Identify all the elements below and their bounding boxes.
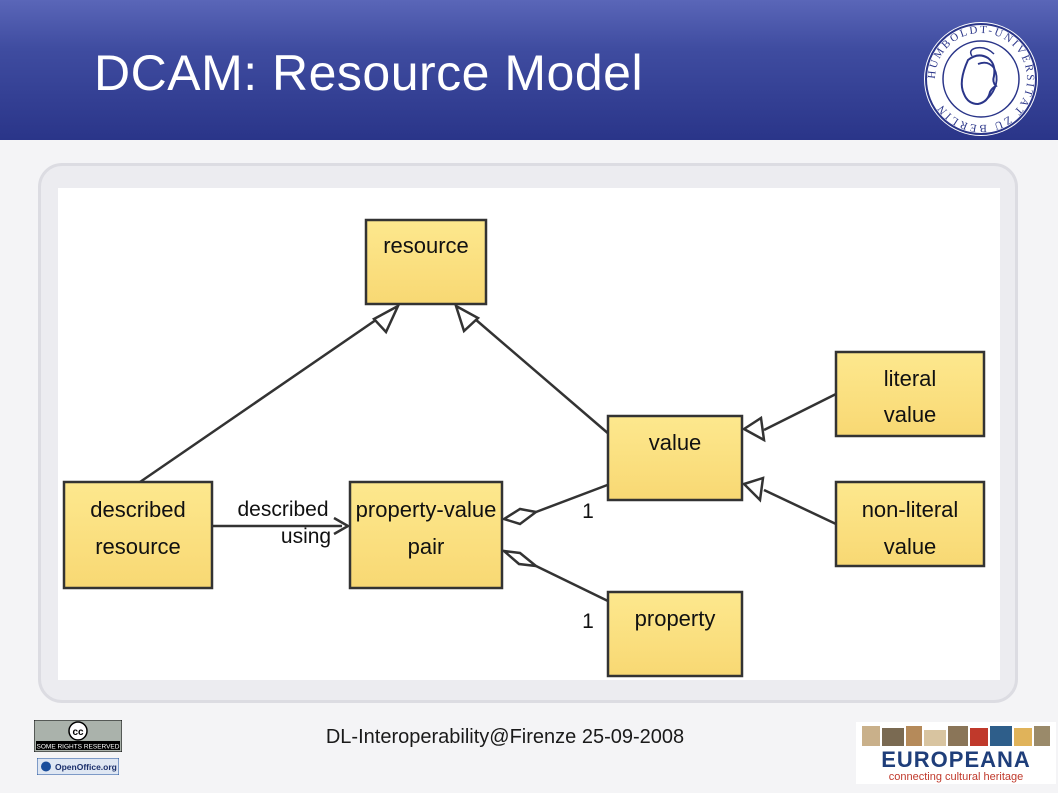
node-label: non-literal <box>862 497 959 522</box>
openoffice-icon[interactable]: OpenOffice.org <box>37 758 119 775</box>
edge-literal-to-value <box>763 392 837 432</box>
diagram-canvas: resource described resource property-val… <box>58 188 1000 680</box>
node-described-resource: described resource <box>62 480 214 590</box>
node-label: property-value <box>356 497 497 522</box>
node-label: pair <box>408 534 445 559</box>
node-label: value <box>884 534 937 559</box>
generalization-arrowhead <box>741 415 766 443</box>
node-label: resource <box>95 534 181 559</box>
aggregation-diamond <box>501 507 540 526</box>
license-badge-text: SOME RIGHTS RESERVED <box>37 744 120 751</box>
node-label: literal <box>884 366 937 391</box>
europeana-tagline: connecting cultural heritage <box>889 771 1024 783</box>
dcam-resource-model-diagram: resource described resource property-val… <box>62 218 986 678</box>
europeana-logo-icon: EUROPEANA connecting cultural heritage <box>856 722 1056 784</box>
multiplicity-label: 1 <box>582 500 594 523</box>
node-label: resource <box>383 233 469 258</box>
node-property-value-pair: property-value pair <box>348 480 504 590</box>
slide-header: DCAM: Resource Model HUMBOLDT-UNIVERSITÄ… <box>0 0 1058 140</box>
aggregation-diamond <box>500 549 541 568</box>
node-value: value <box>606 414 744 502</box>
node-literal-value: literal value <box>834 350 986 438</box>
openoffice-badge-text: OpenOffice.org <box>55 762 117 772</box>
node-label: value <box>884 402 937 427</box>
node-label: property <box>635 606 716 631</box>
edge-described-resource-to-resource <box>139 311 387 484</box>
edge-nonliteral-to-value <box>763 488 837 526</box>
svg-text:cc: cc <box>72 727 84 738</box>
multiplicity-label: 1 <box>582 610 594 633</box>
generalization-arrowhead <box>741 476 765 503</box>
europeana-wordmark: EUROPEANA <box>881 747 1031 772</box>
node-non-literal-value: non-literal value <box>834 480 986 568</box>
creative-commons-icon[interactable]: cc SOME RIGHTS RESERVED <box>34 720 122 752</box>
slide-footer: DL-Interoperability@Firenze 25-09-2008 <box>325 726 685 748</box>
generalization-arrowhead <box>453 303 481 334</box>
node-resource: resource <box>364 218 488 306</box>
edge-label: described <box>237 498 328 521</box>
slide-title: DCAM: Resource Model <box>94 45 644 101</box>
node-property: property <box>606 590 744 678</box>
association-arrowhead <box>333 516 351 536</box>
edge-value-to-resource <box>467 312 611 436</box>
node-label: value <box>649 430 702 455</box>
edge-pair-to-value <box>535 482 611 514</box>
edge-label: using <box>281 525 331 548</box>
humboldt-seal-icon: HUMBOLDT-UNIVERSITÄT ZU BERLIN <box>924 22 1038 136</box>
generalization-arrowhead <box>371 303 401 335</box>
node-label: described <box>90 497 185 522</box>
edge-pair-to-property <box>535 564 611 604</box>
